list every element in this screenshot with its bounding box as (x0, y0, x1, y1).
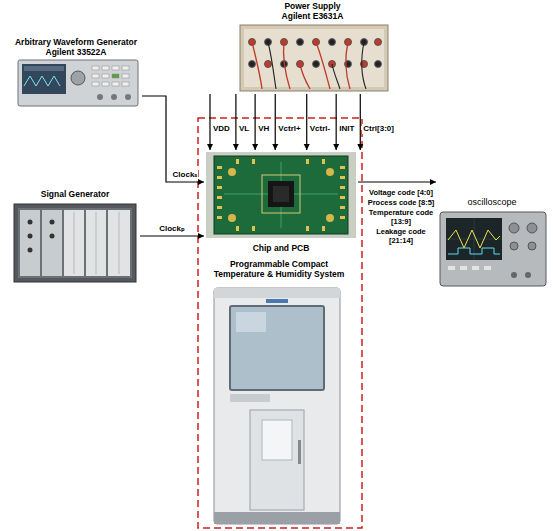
signal-line (140, 235, 204, 236)
equipment-box: oscilloscope (436, 176, 548, 288)
signal-line (255, 94, 256, 150)
signal-label: INIT (338, 124, 355, 134)
output-code-label: Temperature code [13:9] (364, 208, 438, 226)
equipment-box: Programmable Compact Temperature & Humid… (200, 258, 358, 528)
output-code-label: Voltage code [4:0] (364, 188, 438, 197)
equipment-label: Programmable Compact Temperature & Humid… (209, 260, 349, 280)
output-code-label: Leakage code [21:14] (364, 227, 438, 245)
arrow-head (198, 233, 204, 239)
signal-line (142, 96, 204, 182)
signal-generator-picture (14, 204, 136, 282)
equipment-box: Signal Generator (10, 190, 140, 285)
signal-arrow (358, 179, 436, 185)
arrow-head (272, 144, 278, 150)
signal-label: VL (238, 124, 250, 134)
equipment-label: Chip and PCB (253, 244, 310, 254)
arrow-head (304, 144, 310, 150)
climate-chamber-picture (214, 288, 340, 524)
signal-arrow (272, 94, 278, 150)
signal-label: Ctrl[3:0] (362, 124, 395, 134)
arrow-head (233, 144, 239, 150)
setup-boundary (198, 118, 362, 528)
equipment-label: Arbitrary Waveform Generator Agilent 335… (12, 38, 140, 58)
power-supply-picture (240, 25, 388, 91)
signal-label: Clockₛ (172, 170, 199, 180)
signal-arrow (333, 94, 339, 150)
arrow-head (207, 144, 213, 150)
signal-line (336, 94, 337, 150)
signal-arrow (233, 94, 239, 150)
signal-arrow (304, 94, 310, 150)
signal-arrow (357, 94, 363, 150)
equipment-label: Signal Generator (41, 190, 110, 200)
signal-label: Vctrl+ (277, 124, 301, 134)
chip-pcb-picture (206, 152, 356, 238)
signal-line (235, 94, 236, 150)
equipment-box: Power Supply Agilent E3631A (205, 2, 390, 94)
signal-arrow (252, 94, 258, 150)
signal-arrow (142, 96, 204, 185)
signal-line (275, 94, 276, 150)
arrow-head (430, 179, 436, 185)
signal-label: Clockₚ (158, 224, 186, 234)
equipment-label: Power Supply Agilent E3631A (278, 2, 348, 22)
arrow-head (333, 144, 339, 150)
signal-line (209, 94, 210, 150)
signal-line (360, 94, 361, 150)
signal-label: VH (257, 124, 270, 134)
oscilloscope-picture (440, 212, 546, 286)
equipment-box: Chip and PCB (204, 150, 358, 255)
equipment-box: Arbitrary Waveform Generator Agilent 335… (10, 38, 142, 108)
signal-label: Vctrl- (309, 124, 331, 134)
waveform-generator-picture (18, 60, 138, 106)
signal-arrow (207, 94, 213, 150)
signal-label: VDD (212, 124, 231, 134)
arrow-head (357, 144, 363, 150)
arrow-head (252, 144, 258, 150)
arrow-head (198, 179, 204, 185)
signal-line (306, 94, 307, 150)
equipment-label: oscilloscope (467, 197, 516, 207)
output-code-label: Process code [8:5] (364, 198, 438, 207)
signal-line (358, 181, 436, 182)
